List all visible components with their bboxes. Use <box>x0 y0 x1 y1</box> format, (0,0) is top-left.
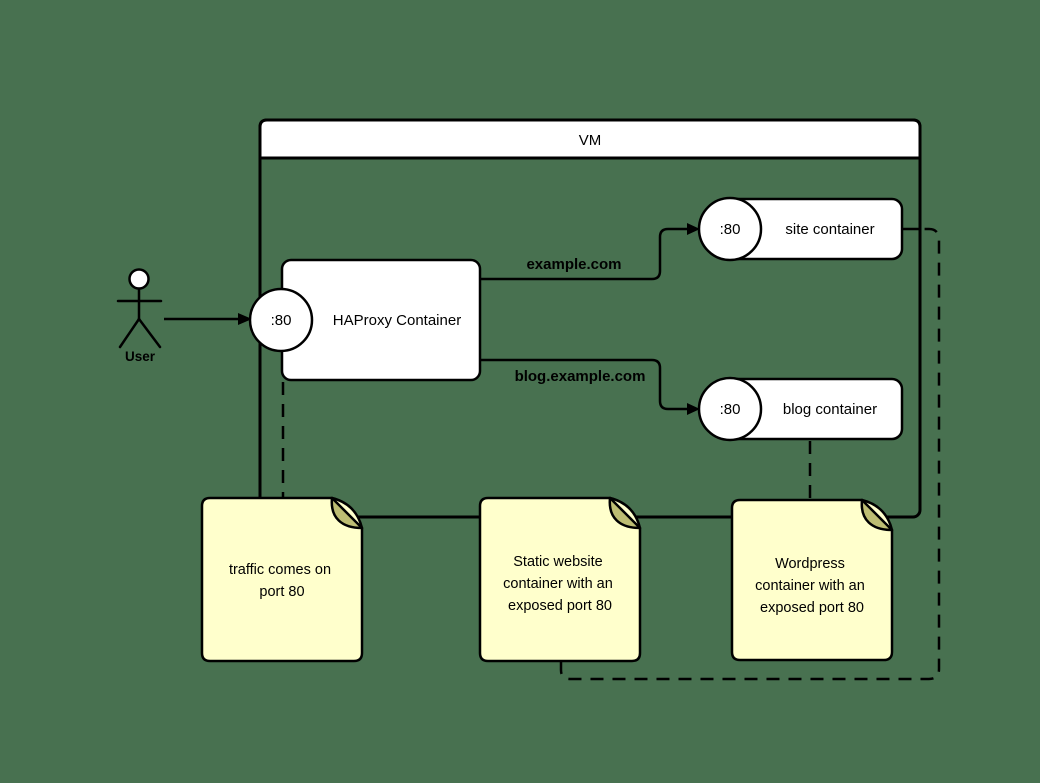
haproxy-port-circle <box>248 287 314 353</box>
note-fold-icon <box>860 498 894 532</box>
blog-node[interactable]: blog container :80 <box>697 376 904 442</box>
vm-title-bar <box>258 118 922 160</box>
edge-example-label: example.com <box>526 256 621 273</box>
site-node[interactable]: site container :80 <box>697 196 904 262</box>
user-actor[interactable]: User <box>116 268 163 365</box>
haproxy-port-label: :80 <box>271 312 292 329</box>
edge-haproxy-blog <box>480 358 687 411</box>
haproxy-label: HAProxy Container <box>333 312 461 329</box>
site-label: site container <box>785 221 874 238</box>
edges-layer <box>164 227 921 411</box>
arrowhead-user-haproxy <box>238 313 252 325</box>
arrowhead-haproxy-blog <box>687 403 700 415</box>
blog-port-circle <box>697 376 763 442</box>
user-label: User <box>125 349 156 364</box>
note-fold-icon <box>608 496 642 530</box>
note-wordpress-text: Wordpress container with an exposed port… <box>755 556 869 616</box>
note-traffic-text: traffic comes on port 80 <box>229 562 335 600</box>
note-wordpress[interactable]: Wordpress container with an exposed port… <box>730 498 894 662</box>
edge-haproxy-site <box>480 227 687 281</box>
site-port-circle <box>697 196 763 262</box>
blog-port-label: :80 <box>720 401 741 418</box>
blog-label: blog container <box>783 401 877 418</box>
note-traffic[interactable]: traffic comes on port 80 <box>200 496 364 663</box>
note-body <box>478 496 642 663</box>
vm-title: VM <box>579 132 602 149</box>
edge-blog-label: blog.example.com <box>515 368 646 385</box>
user-icon <box>116 268 163 349</box>
note-body <box>730 498 894 662</box>
dashed-site-note <box>559 227 941 681</box>
haproxy-node[interactable]: HAProxy Container :80 <box>248 258 482 382</box>
note-static-text: Static website container with an exposed… <box>503 554 617 614</box>
dashed-associations-layer <box>281 227 941 681</box>
site-port-label: :80 <box>720 221 741 238</box>
note-fold-icon <box>330 496 364 530</box>
note-body <box>200 496 364 663</box>
arrowhead-haproxy-site <box>687 223 700 235</box>
note-static-website[interactable]: Static website container with an exposed… <box>478 496 642 663</box>
